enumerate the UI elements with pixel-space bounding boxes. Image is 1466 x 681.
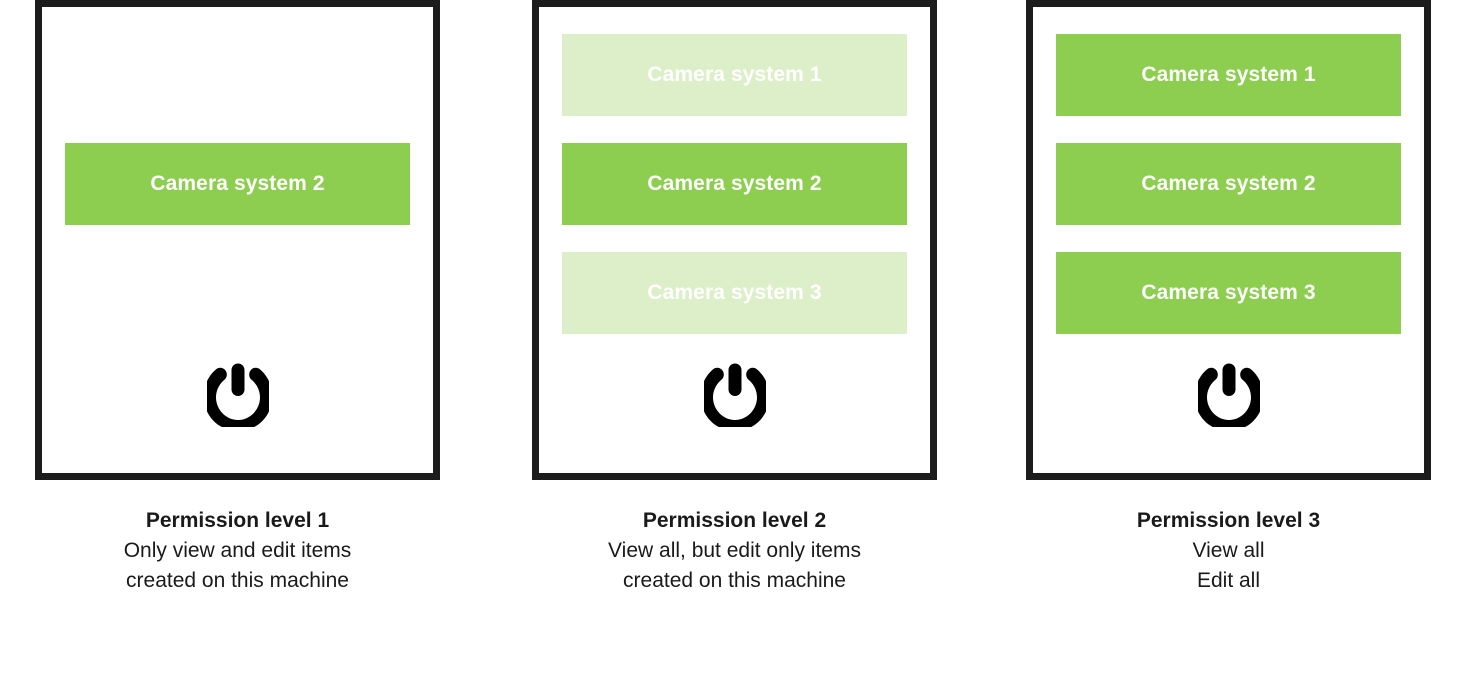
power-icon-wrap — [42, 361, 433, 427]
permission-level-2-column: Camera system 1 Camera system 2 Camera s… — [532, 0, 937, 595]
camera-system-bar[interactable]: Camera system 3 — [562, 252, 907, 334]
caption-line-2: created on this machine — [126, 568, 349, 592]
caption-line-1: Only view and edit items — [123, 538, 352, 562]
caption-line-2: created on this machine — [623, 568, 846, 592]
power-icon[interactable] — [1197, 361, 1260, 427]
camera-system-list: Camera system 1 Camera system 2 Camera s… — [1033, 7, 1424, 334]
camera-system-bar[interactable]: Camera system 1 — [1056, 34, 1401, 116]
power-icon-wrap — [539, 361, 930, 427]
power-icon[interactable] — [206, 361, 269, 427]
caption-title: Permission level 1 — [145, 509, 330, 532]
power-icon-wrap — [1033, 361, 1424, 427]
power-icon[interactable] — [703, 361, 766, 427]
caption-line-1: View all, but edit only items — [608, 538, 861, 562]
camera-system-bar[interactable]: Camera system 1 — [562, 34, 907, 116]
permission-level-3-panel: Camera system 1 Camera system 2 Camera s… — [1026, 0, 1431, 480]
permission-level-3-caption: Permission level 3 View all Edit all — [1026, 480, 1431, 595]
caption-title: Permission level 2 — [642, 509, 827, 532]
permission-level-1-panel: Camera system 2 — [35, 0, 440, 480]
camera-system-bar[interactable]: Camera system 3 — [1056, 252, 1401, 334]
permission-level-1-column: Camera system 2 Permission level 1 Only … — [35, 0, 440, 595]
camera-system-list: Camera system 2 — [42, 7, 433, 225]
permission-level-2-panel: Camera system 1 Camera system 2 Camera s… — [532, 0, 937, 480]
caption-title: Permission level 3 — [1136, 509, 1321, 532]
caption-line-1: View all — [1192, 538, 1265, 562]
camera-system-bar[interactable]: Camera system 2 — [65, 143, 410, 225]
permission-level-3-column: Camera system 1 Camera system 2 Camera s… — [1026, 0, 1431, 595]
permission-level-2-caption: Permission level 2 View all, but edit on… — [532, 480, 937, 595]
bar-spacer — [65, 7, 410, 116]
caption-line-2: Edit all — [1196, 568, 1261, 592]
camera-system-bar[interactable]: Camera system 2 — [562, 143, 907, 225]
permission-level-1-caption: Permission level 1 Only view and edit it… — [35, 480, 440, 595]
camera-system-list: Camera system 1 Camera system 2 Camera s… — [539, 7, 930, 334]
camera-system-bar[interactable]: Camera system 2 — [1056, 143, 1401, 225]
